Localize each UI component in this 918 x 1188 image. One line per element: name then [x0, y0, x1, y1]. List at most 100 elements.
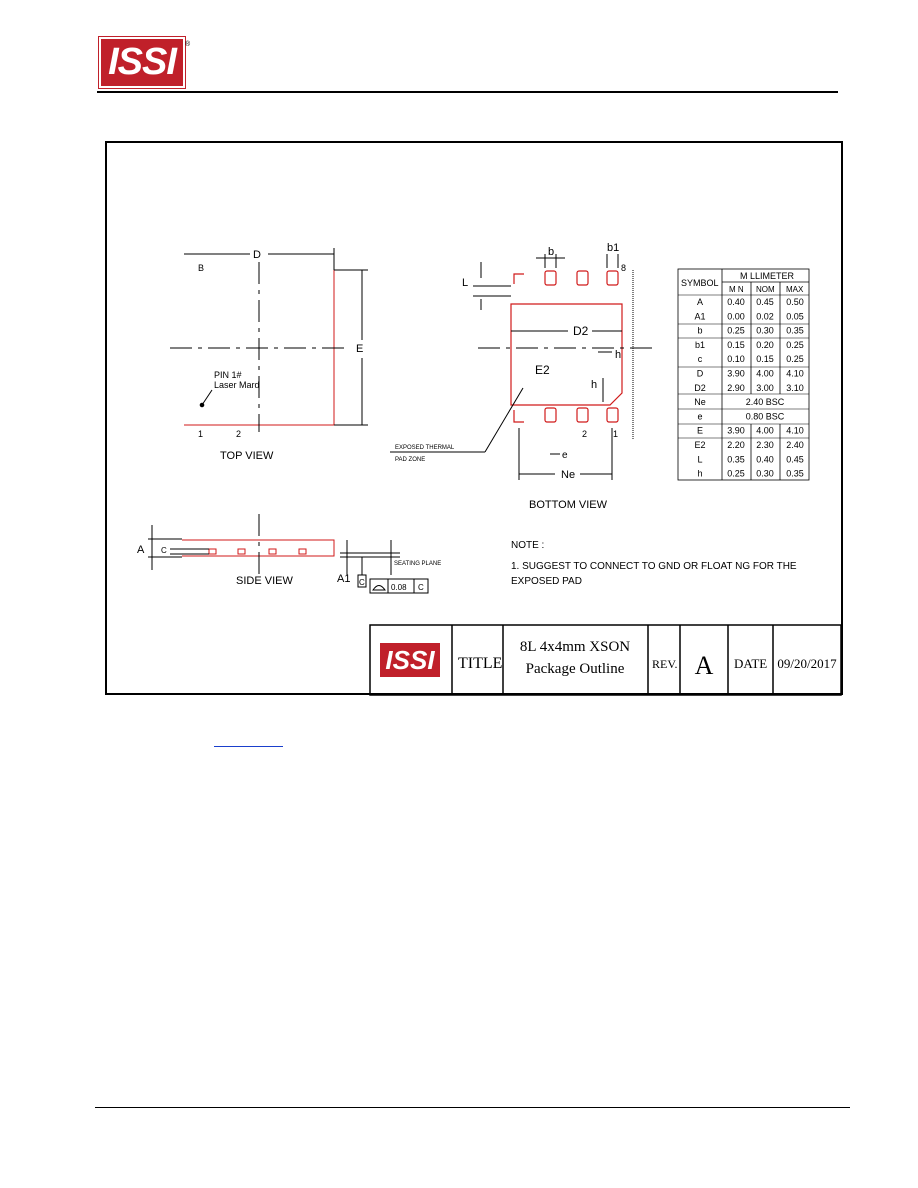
footer-rule: [95, 1107, 850, 1108]
header-rule: [97, 91, 838, 93]
table-cell-min: 0.25: [727, 469, 745, 479]
top-view-pin-1: 1: [198, 429, 203, 439]
tolerance-value: 0.08: [391, 583, 407, 592]
bottom-view-pin-1: 1: [613, 429, 618, 439]
table-cell-min: 3.90: [727, 369, 745, 379]
table-cell-nom: 0.02: [756, 311, 774, 321]
thermal-label-1: EXPOSED THERMAL: [395, 445, 455, 451]
dim-h-label-1: h: [615, 349, 621, 361]
side-lead-1: [208, 548, 217, 555]
dim-d-label: D: [253, 249, 261, 261]
table-border: [677, 268, 810, 481]
table-col-nom: NOM: [756, 285, 775, 294]
dim-b1-suffix: 8: [621, 263, 626, 273]
table-col-min: M N: [729, 285, 744, 294]
table-cell-nom: 0.40: [756, 454, 774, 464]
table-cell-sym: b1: [695, 340, 705, 350]
side-lead-4: [298, 548, 307, 555]
table-cell-nom: 0.20: [756, 340, 774, 350]
logo-text: ISSI: [108, 41, 177, 83]
table-unit-header: M LLIMETER: [740, 271, 795, 281]
tolerance-frame: [369, 578, 429, 594]
table-symbol-header: SYMBOL: [681, 278, 719, 288]
title-block-logo: [380, 643, 440, 677]
table-row-rules: [678, 294, 809, 439]
side-lead-2: [237, 548, 246, 555]
dim-e-label: E: [356, 343, 363, 355]
table-cell-max: 0.05: [786, 311, 804, 321]
date-value: 09/20/2017: [777, 656, 837, 671]
table-cell-nom: 0.15: [756, 354, 774, 364]
table-cell-min: 0.10: [727, 354, 745, 364]
table-cell-min: 2.20: [727, 440, 745, 450]
table-cell-sym: A: [697, 297, 703, 307]
table-cell-min: 0.40: [727, 297, 745, 307]
dim-d2-label: D2: [573, 324, 589, 338]
top-view-label: TOP VIEW: [220, 450, 274, 462]
pad-top-4: [606, 270, 619, 286]
title-block: [369, 624, 842, 696]
table-cell-nom: 0.30: [756, 326, 774, 336]
table-cell-max: 3.10: [786, 383, 804, 393]
pad-bottom-2: [544, 407, 557, 423]
table-cell-sym: h: [697, 469, 702, 479]
exposed-pad-outline: [510, 303, 623, 406]
side-view: [182, 539, 335, 557]
title-line-1: 8L 4x4mm XSON: [520, 639, 630, 655]
table-cell-sym: b: [697, 326, 702, 336]
table-cell-max: 0.25: [786, 340, 804, 350]
bottom-view: [510, 270, 623, 423]
table-cell-sym: L: [697, 454, 702, 464]
table-cell-nom: 3.00: [756, 383, 774, 393]
table-cell-sym: E2: [694, 440, 705, 450]
table-cell-min: 0.15: [727, 340, 745, 350]
table-cell-max: 4.10: [786, 369, 804, 379]
table-cell-nom: 0.45: [756, 297, 774, 307]
top-view-pin-2: 2: [236, 429, 241, 439]
note-heading: NOTE :: [511, 540, 544, 551]
datum-c-label: C: [359, 578, 365, 587]
note-line-2: EXPOSED PAD: [511, 576, 582, 587]
link-underline[interactable]: [214, 732, 283, 747]
rev-label: REV.: [652, 657, 677, 671]
table-cell-sym: E: [697, 426, 703, 436]
title-block-border: [369, 624, 842, 696]
table-col-max: MAX: [786, 285, 804, 294]
pin1-leader: [201, 389, 213, 406]
table-cell-sym: Ne: [694, 397, 706, 407]
seating-plane-label: SEATING PLANE: [394, 561, 441, 567]
pad-top-3: [576, 270, 589, 286]
dim-c-label: C: [161, 546, 167, 555]
dim-b1-label: b1: [607, 242, 619, 254]
table-cell-sym: c: [698, 354, 703, 364]
table-cell-nom: 0.30: [756, 469, 774, 479]
pad-top-2: [544, 270, 557, 286]
dim-a-label: A: [137, 544, 145, 556]
table-cell-sym: D2: [694, 383, 706, 393]
title-block-logo-text: ISSI: [385, 645, 435, 675]
note-line-1: 1. SUGGEST TO CONNECT TO GND OR FLOAT NG…: [511, 561, 797, 572]
table-cell-max: 0.25: [786, 354, 804, 364]
title-label: TITLE: [458, 655, 502, 672]
dim-e-pitch-label: e: [562, 450, 568, 461]
pin-mark-label-2: Laser Mard: [214, 380, 260, 390]
thermal-label-2: PAD ZONE: [395, 457, 425, 463]
dim-b-label: b: [548, 246, 554, 258]
side-view-label: SIDE VIEW: [236, 575, 293, 587]
table-cell-span: 0.80 BSC: [746, 411, 785, 421]
table-cell-nom: 4.00: [756, 369, 774, 379]
thermal-leader-diag: [484, 387, 524, 453]
top-view-marker-b: B: [198, 263, 204, 273]
profile-surface-icon: [372, 585, 386, 591]
registered-mark: ®: [185, 41, 191, 48]
dim-l-label: L: [462, 277, 468, 289]
table-cell-sym: A1: [694, 311, 705, 321]
pad-top-1: [513, 273, 524, 284]
table-cell-nom: 2.30: [756, 440, 774, 450]
pad-bottom-3: [576, 407, 589, 423]
table-cell-max: 0.50: [786, 297, 804, 307]
pin-mark-label-1: PIN 1#: [214, 370, 242, 380]
table-cell-min: 0.35: [727, 454, 745, 464]
